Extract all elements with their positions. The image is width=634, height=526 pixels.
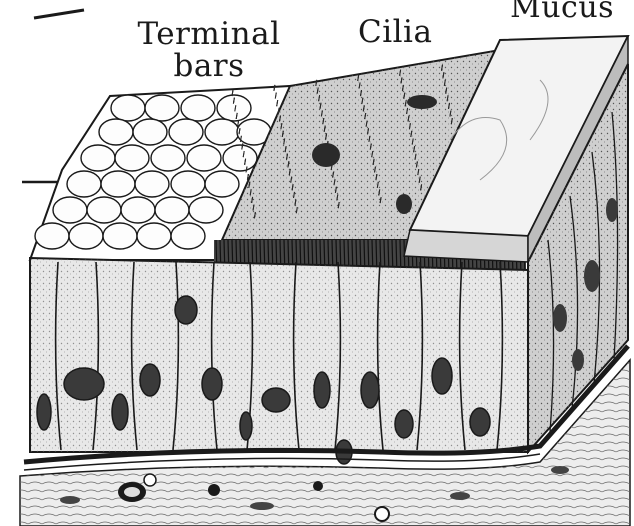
label-mucus: Mucus [510,0,614,24]
cell-nucleus [140,364,160,396]
cobble-cell [135,171,169,197]
cell-nucleus [470,408,490,436]
cilia-nucleus-1 [312,143,340,167]
cobble-cell [101,171,135,197]
cobble-cell [189,197,223,223]
label-terminal-bars-line2: bars [124,50,294,82]
cobble-cell [169,119,203,145]
cell-nucleus [314,372,330,408]
cobble-cell [87,197,121,223]
cobble-cell [151,145,185,171]
cilia-nucleus-3 [396,194,412,214]
cobble-cell [137,223,171,249]
label-terminal-bars-line1: Terminal [124,18,294,50]
cell-nucleus [202,368,222,400]
cobble-cell [103,223,137,249]
cobble-cell [171,171,205,197]
cobble-cell [133,119,167,145]
cell-nucleus [37,394,51,430]
cobble-cell [99,119,133,145]
cobble-cell [121,197,155,223]
cell-nucleus [432,358,452,394]
cobble-cell [171,223,205,249]
label-terminal-bars: Terminal bars [124,18,294,82]
cobble-cell [67,171,101,197]
cobble-cell [155,197,189,223]
cobble-cell [223,145,257,171]
cobble-cell [115,145,149,171]
cobble-cell [187,145,221,171]
columnar-cells [30,258,528,464]
cell-nucleus [112,394,128,430]
cobble-cell [205,119,239,145]
cell-nucleus [262,388,290,412]
pointer-line-top [34,10,84,18]
cobble-cell [35,223,69,249]
cobble-cell [69,223,103,249]
cell-nucleus [361,372,379,408]
cobble-cell [181,95,215,121]
cell-nucleus [64,368,104,400]
cell-nucleus [395,410,413,438]
cobble-cell [53,197,87,223]
label-cilia: Cilia [358,16,432,48]
cell-nucleus [240,412,252,440]
cobble-cell [81,145,115,171]
cobble-cell [111,95,145,121]
cobble-cell [205,171,239,197]
cell-nucleus [175,296,197,324]
cobble-cell [145,95,179,121]
cilia-nucleus-2 [407,95,437,109]
